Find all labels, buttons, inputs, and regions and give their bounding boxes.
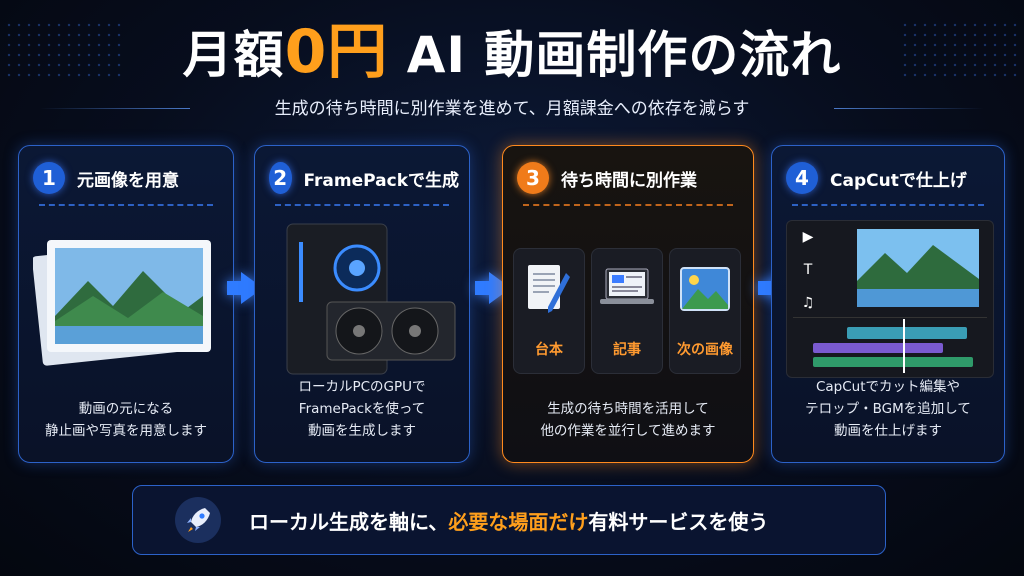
subtitle: 生成の待ち時間に別作業を進めて、月額課金への依存を減らす — [274, 99, 750, 119]
step-number-4: 4 — [786, 162, 818, 194]
step-title-2: FramePackで生成 — [303, 170, 459, 191]
decor-dots-left — [4, 20, 124, 80]
task-next-image: 次の画像 — [669, 248, 741, 374]
step-desc-4: CapCutでカット編集や テロップ・BGMを追加して 動画を仕上げます — [805, 379, 971, 439]
playhead — [903, 319, 905, 373]
step-card-3: 3 待ち時間に別作業 台本 記事 次の画像 生成の待ち時間を活用して 他の作業を… — [502, 145, 754, 463]
task-script: 台本 — [513, 248, 585, 374]
task-label-next-image: 次の画像 — [677, 342, 733, 358]
text-tool-icon: T — [803, 262, 813, 278]
summary-text: ローカル生成を軸に、必要な場面だけ有料サービスを使う — [249, 506, 768, 535]
title-highlight: 0円 — [284, 17, 389, 87]
subtitle-line-left — [40, 108, 190, 109]
document-pen-icon — [528, 265, 570, 313]
step-number-2: 2 — [269, 162, 292, 194]
photo-stack-icon — [33, 240, 211, 366]
task-label-article: 記事 — [613, 342, 641, 358]
image-icon — [680, 267, 730, 311]
step-card-4: 4 CapCutで仕上げ ▶ T ♫ CapCutでカット編集や テロップ・BG… — [771, 145, 1005, 463]
divider — [39, 204, 213, 206]
task-article: 記事 — [591, 248, 663, 374]
step-desc-1: 動画の元になる 静止画や写真を用意します — [45, 401, 207, 439]
step-card-1: 1 元画像を用意 動画の元になる 静止画や写真を用意します — [18, 145, 234, 463]
divider — [523, 204, 733, 206]
title-post: AI 動画制作の流れ — [388, 26, 842, 84]
step-number-3: 3 — [517, 162, 549, 194]
play-tool-icon: ▶ — [802, 229, 814, 245]
divider — [275, 204, 449, 206]
video-editor-mockup: ▶ T ♫ — [786, 220, 994, 378]
divider — [792, 204, 984, 206]
step-title-1: 元画像を用意 — [77, 170, 179, 191]
music-tool-icon: ♫ — [801, 295, 815, 311]
task-label-script: 台本 — [535, 342, 563, 358]
timeline-text-track — [813, 343, 943, 353]
pc-gpu-icon — [286, 223, 456, 375]
timeline-audio-track — [813, 357, 973, 367]
summary-banner: ローカル生成を軸に、必要な場面だけ有料サービスを使う — [132, 485, 886, 555]
decor-dots-right — [900, 20, 1020, 80]
step-card-2: 2 FramePackで生成 ローカルPCのGPUで FramePackを使って… — [254, 145, 470, 463]
laptop-icon — [600, 268, 654, 304]
step-title-3: 待ち時間に別作業 — [561, 170, 697, 191]
step-title-4: CapCutで仕上げ — [830, 170, 967, 191]
video-preview-icon — [857, 229, 979, 307]
step-desc-3: 生成の待ち時間を活用して 他の作業を並行して進めます — [540, 401, 716, 439]
timeline-video-track — [847, 327, 967, 339]
page-title: 月額0円 AI 動画制作の流れ — [0, 18, 1024, 87]
summary-post: 有料サービスを使う — [588, 509, 769, 534]
rocket-icon — [175, 497, 221, 543]
step-number-1: 1 — [33, 162, 65, 194]
step-desc-2: ローカルPCのGPUで FramePackを使って 動画を生成します — [298, 379, 426, 439]
summary-pre: ローカル生成を軸に、 — [249, 509, 449, 534]
title-pre: 月額 — [182, 26, 285, 84]
summary-highlight: 必要な場面だけ — [448, 509, 589, 534]
